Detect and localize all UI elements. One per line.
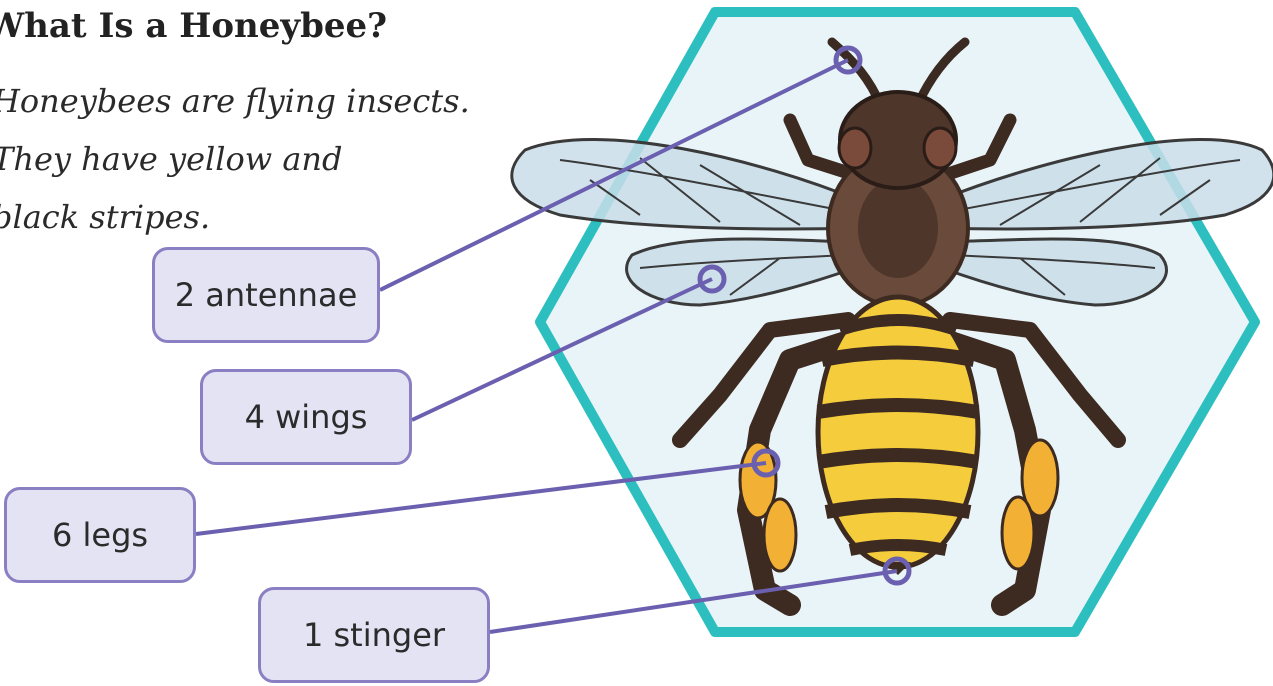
label-stinger: 1 stinger xyxy=(258,587,490,683)
label-wings: 4 wings xyxy=(200,369,412,465)
label-legs: 6 legs xyxy=(4,487,196,583)
label-antennae: 2 antennae xyxy=(152,247,380,343)
